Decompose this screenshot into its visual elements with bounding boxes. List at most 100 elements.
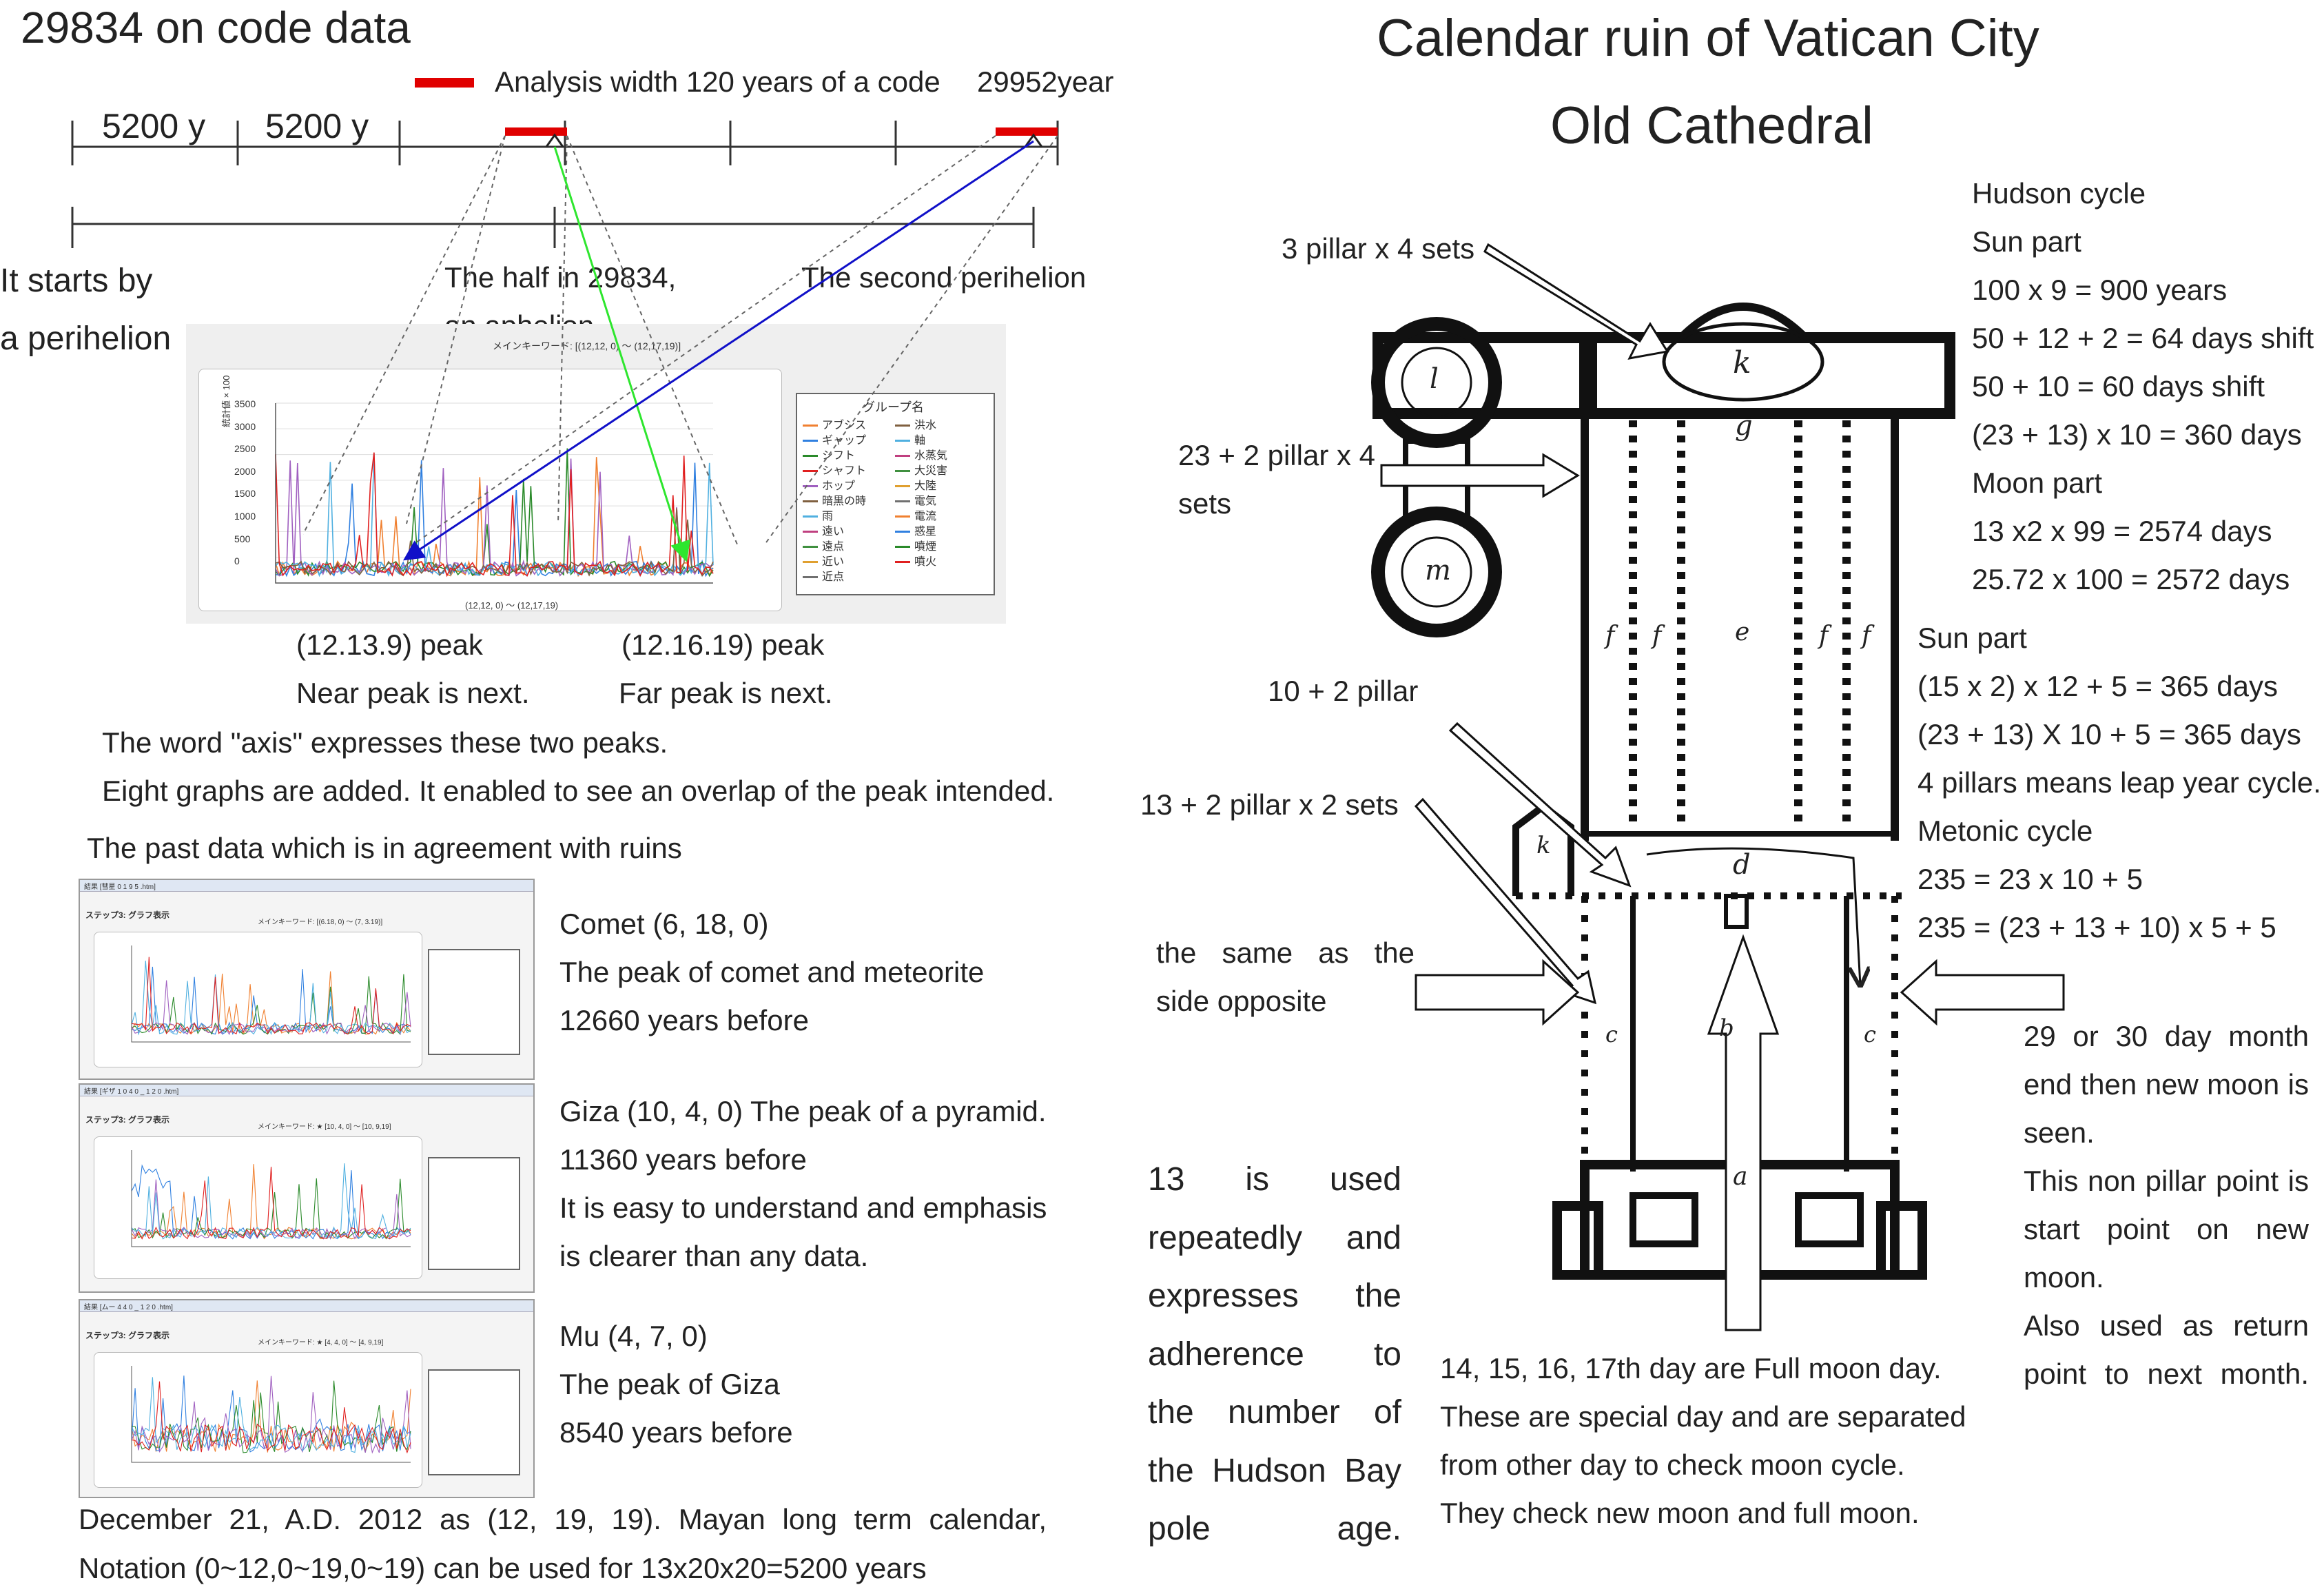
- plan-letter-c1: c: [1605, 1021, 1618, 1047]
- thumb-mu-window: 結果 [ムー 4 4 0 _ 1 2 0 .htm]: [84, 1304, 173, 1311]
- y-tick-label: 1500: [234, 488, 256, 500]
- plan-letter-c2: c: [1864, 1021, 1876, 1047]
- legend-entry: 近点: [803, 572, 844, 583]
- main-chart-screenshot: メインキーワード: [(12,12, 0) ～ (12,17,19)] 統計値 …: [186, 324, 1006, 624]
- series-line: [275, 508, 714, 577]
- pillar-13: 13 + 2 pillar x 2 sets: [1140, 788, 1399, 821]
- monthblk-line: point to next month.: [2024, 1358, 2309, 1390]
- legend-red-bar: [415, 78, 474, 88]
- plan-letter-k2: k: [1536, 832, 1551, 859]
- legend-entry: 大災害: [895, 466, 947, 477]
- plan-letter-g: g: [1735, 410, 1753, 442]
- starts-line-2: a perihelion: [0, 320, 172, 357]
- sunpart-line: (23 + 13) X 10 + 5 = 365 days: [1917, 718, 2301, 750]
- thumb-mu-step: ステップ3: グラフ表示: [85, 1331, 170, 1340]
- series-line: [131, 960, 411, 1036]
- right-title-1: Calendar ruin of Vatican City: [1377, 9, 2039, 68]
- hudson-line: 50 + 10 = 60 days shift: [1972, 370, 2265, 402]
- item3-line3: 8540 years before: [559, 1416, 793, 1449]
- sunpart-line: 4 pillars means leap year cycle.: [1917, 766, 2321, 799]
- plan-letter-f2: f: [1652, 622, 1662, 650]
- item1-line2: The peak of comet and meteorite: [559, 956, 985, 988]
- hudson-line: (23 + 13) x 10 = 360 days: [1972, 418, 2302, 451]
- item2-line2: 11360 years before: [559, 1143, 807, 1176]
- series-line: [131, 1380, 411, 1453]
- hudson-line: 50 + 12 + 2 = 64 days shift: [1972, 322, 2314, 354]
- thumb-giza: 結果 [ギザ 1 0 4 0 _ 1 2 0 .htm] ステップ3: グラフ表…: [79, 1083, 535, 1293]
- thirteen-line: the Hudson Bay: [1148, 1452, 1401, 1489]
- sunpart-line: 235 = 23 x 10 + 5: [1917, 863, 2143, 895]
- thumb-comet-step: ステップ3: グラフ表示: [85, 910, 170, 920]
- plan-letter-m: m: [1425, 555, 1451, 586]
- right-title-2: Old Cathedral: [1550, 96, 1873, 155]
- thumb-mu-plot: [131, 1366, 411, 1463]
- same-side-2: side opposite: [1156, 985, 1327, 1017]
- fullmoon-line: 14, 15, 16, 17th day are Full moon day.: [1440, 1352, 1942, 1384]
- series-line: [275, 460, 714, 577]
- hudson-line: 25.72 x 100 = 2572 days: [1972, 563, 2290, 595]
- monthblk-line: seen.: [2024, 1116, 2095, 1149]
- item2-line1: Giza (10, 4, 0) The peak of a pyramid.: [559, 1095, 1047, 1127]
- hudson-line: 13 x2 x 99 = 2574 days: [1972, 515, 2272, 547]
- peak1-note: Near peak is next.: [296, 677, 530, 709]
- peak1-label: (12.13.9) peak: [296, 628, 483, 661]
- thirteen-line: the number of: [1148, 1394, 1401, 1431]
- legend-entry: 電流: [895, 511, 936, 522]
- pillar-10: 10 + 2 pillar: [1268, 675, 1419, 707]
- legend-entry: 近い: [803, 557, 844, 568]
- thumb-comet-window: 結果 [彗星 0 1 9 5 .htm]: [84, 883, 156, 891]
- fullmoon-line: from other day to check moon cycle.: [1440, 1449, 1905, 1481]
- series-line: [131, 1163, 411, 1240]
- y-tick-label: 500: [234, 533, 251, 544]
- item2-line3: It is easy to understand and emphasis: [559, 1192, 1047, 1224]
- series-line: [131, 1179, 411, 1240]
- eight-note: Eight graphs are added. It enabled to se…: [102, 775, 1055, 807]
- legend-entry: 惑星: [895, 526, 936, 538]
- left-title: 29834 on code data: [21, 3, 411, 52]
- thirteen-line: repeatedly and: [1148, 1219, 1401, 1256]
- hudson-line: Hudson cycle: [1972, 177, 2146, 209]
- plan-letter-f4: f: [1862, 622, 1871, 650]
- item1-line1: Comet (6, 18, 0): [559, 908, 769, 940]
- thumb-giza-step: ステップ3: グラフ表示: [85, 1115, 170, 1125]
- plan-letter-k: k: [1733, 345, 1751, 380]
- timeline-upper: [71, 121, 1059, 165]
- y-tick-label: 3000: [234, 420, 256, 432]
- year-label: 29952year: [977, 65, 1114, 98]
- legend-entry: 電気: [895, 496, 936, 507]
- item3-line2: The peak of Giza: [559, 1368, 780, 1400]
- item3-line1: Mu (4, 7, 0): [559, 1320, 708, 1352]
- thumb-comet-legend: [428, 949, 520, 1055]
- second-perihelion: The second perihelion: [801, 261, 1087, 294]
- pillar-23-sets: sets: [1178, 487, 1232, 520]
- plan-letter-f1: f: [1605, 622, 1615, 650]
- legend-bar-label: Analysis width 120 years of a code: [495, 65, 940, 98]
- plan-letter-l: l: [1430, 363, 1439, 395]
- pillar-23: 23 + 2 pillar x 4: [1178, 439, 1376, 471]
- fullmoon-line: They check new moon and full moon.: [1440, 1497, 1920, 1529]
- plan-letter-f3: f: [1819, 622, 1829, 650]
- legend-entry: ギャップ: [803, 436, 866, 447]
- legend-entry: 水蒸気: [895, 451, 947, 462]
- thirteen-line: pole age.: [1148, 1511, 1401, 1547]
- monthblk-line: This non pillar point is: [2024, 1165, 2309, 1197]
- legend-entry: 噴火: [895, 557, 936, 568]
- legend-entry: 遠点: [803, 542, 844, 553]
- thumb-giza-window: 結果 [ギザ 1 0 4 0 _ 1 2 0 .htm]: [84, 1088, 179, 1096]
- legend-entry: アブシス: [803, 420, 866, 431]
- monthblk-line: end then new moon is: [2024, 1068, 2309, 1101]
- series-line: [131, 974, 411, 1035]
- plan-letter-e: e: [1735, 618, 1750, 646]
- series-line: [131, 1377, 411, 1453]
- red-window-end: [996, 127, 1058, 136]
- legend-entry: シャフト: [803, 466, 866, 477]
- legend-entry: ホップ: [803, 481, 855, 492]
- series-line: [131, 1380, 411, 1453]
- legend-entry: 雨: [803, 511, 833, 522]
- hudson-line: 100 x 9 = 900 years: [1972, 274, 2228, 306]
- legend-entry: 噴煙: [895, 542, 936, 553]
- mayan-line-1: December 21, A.D. 2012 as (12, 19, 19). …: [79, 1503, 1047, 1535]
- plan-letter-d: d: [1733, 849, 1751, 881]
- sunpart-line: Metonic cycle: [1917, 815, 2093, 847]
- thirteen-line: adherence to: [1148, 1336, 1401, 1373]
